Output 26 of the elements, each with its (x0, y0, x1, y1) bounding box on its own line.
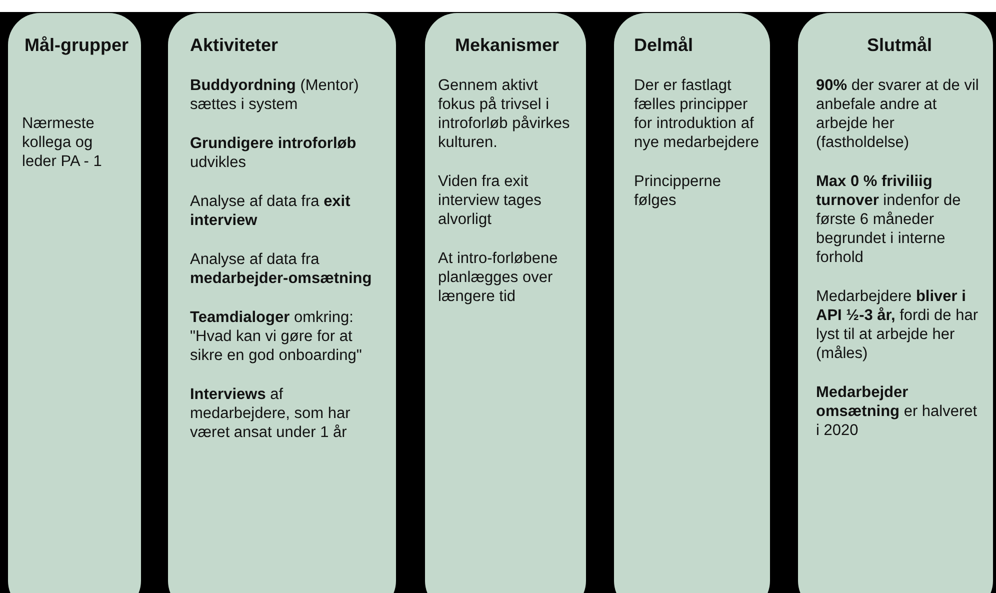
body-text: Analyse af data fra medarbejder-omsætning (190, 250, 373, 288)
column-heading: Aktiviteter (190, 35, 280, 56)
body-text: Medarbejder omsætning er halveret i 2020 (816, 383, 978, 440)
body-text: Teamdialoger omkring: "Hvad kan vi gøre for at sikre en god onboarding" (190, 308, 363, 365)
column-panel (425, 13, 586, 593)
body-text: Nærmeste kollega og leder PA - 1 (22, 114, 103, 171)
body-text: Der er fastlagt fælles principper for introduktion af nye medarbejdere (634, 76, 760, 152)
body-text: 90% der svarer at de vil anbefale andre at arbejde her (fastholdelse) (816, 76, 980, 152)
body-text: Max 0 % friviliig turnover indenfor de første 6 måneder begrundet i interne forhold (816, 172, 962, 267)
column-heading: Delmål (634, 35, 694, 56)
body-text: Grundigere introforløb udvikles (190, 134, 358, 172)
body-text: Interviews af medarbejdere, som har været ansat under 1 år (190, 385, 352, 442)
column-panel (798, 13, 993, 593)
body-text: Principperne følges (634, 172, 722, 210)
column-panel (614, 13, 770, 593)
column-panel (168, 13, 396, 593)
body-text: Medarbejdere bliver i API ½-3 år, fordi de har lyst til at arbejde her (måles) (816, 287, 979, 363)
column-heading: Slutmål (866, 35, 933, 56)
body-text: Buddyordning (Mentor) sættes i system (190, 76, 360, 114)
column-heading: Mekanismer (454, 35, 560, 56)
body-text: Analyse af data fra exit interview (190, 192, 352, 230)
column-heading: Mål-grupper (23, 35, 130, 56)
body-text: Gennem aktivt fokus på trivsel i introforløb påvirkes kulturen. (438, 76, 571, 152)
body-text: Viden fra exit interview tages alvorligt (438, 172, 542, 229)
column-panel (8, 13, 141, 593)
body-text: At intro-forløbene planlægges over længere tid (438, 249, 559, 306)
